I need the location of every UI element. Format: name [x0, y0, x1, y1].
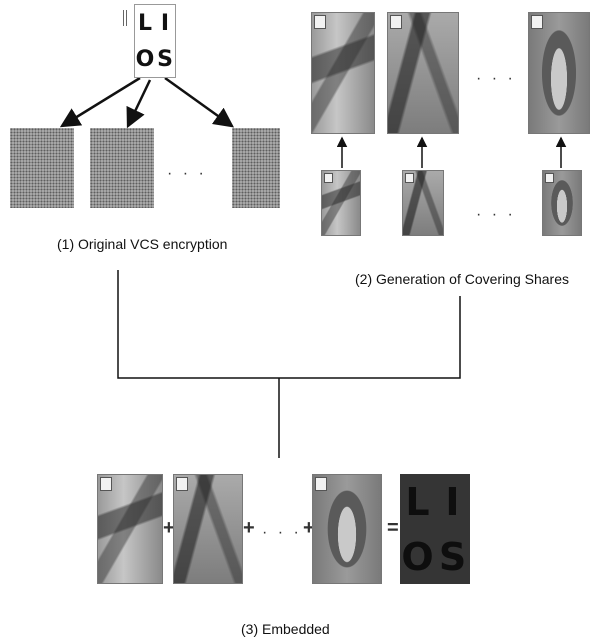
- embedded-secret-thumb: [531, 15, 543, 29]
- section2-caption: (2) Generation of Covering Shares: [355, 271, 569, 287]
- embedded-secret-thumb: [315, 477, 327, 491]
- embedded-share-2: [173, 474, 243, 584]
- plus-sign-2: +: [243, 517, 255, 540]
- vcs-share-n: [232, 128, 280, 208]
- recovered-letter-i: I: [445, 480, 459, 524]
- arrow-to-share-1: [62, 78, 140, 126]
- section3-ellipsis: · · ·: [262, 524, 302, 542]
- cover-image-2: [402, 170, 444, 236]
- embedded-secret-thumb: [390, 15, 402, 29]
- secret-letter-o: O: [136, 47, 155, 72]
- embedded-secret-thumb: [176, 477, 188, 491]
- embedded-secret-thumb: [100, 477, 112, 491]
- vcs-share-2: [90, 128, 154, 208]
- secret-letter-i: I: [161, 11, 169, 36]
- recovered-letter-o: O: [401, 535, 433, 579]
- embedded-secret-thumb: [405, 173, 414, 183]
- recovered-secret-image: L I O S: [400, 474, 470, 584]
- covering-share-1: [311, 12, 375, 134]
- vcs-share-1: [10, 128, 74, 208]
- cursor-mark: [123, 10, 127, 26]
- section2-bottom-ellipsis: · · ·: [476, 206, 516, 224]
- equals-sign: =: [387, 517, 399, 540]
- secret-letter-l: L: [138, 11, 152, 36]
- secret-image: L I O S: [134, 4, 176, 78]
- cover-image-1: [321, 170, 361, 236]
- recovered-letter-l: L: [405, 480, 429, 524]
- embedded-secret-thumb: [545, 173, 554, 183]
- section1-ellipsis: · · ·: [167, 165, 207, 183]
- section3-caption: (3) Embedded: [241, 621, 330, 637]
- embedded-secret-thumb: [314, 15, 326, 29]
- covering-share-2: [387, 12, 459, 134]
- covering-share-n: [528, 12, 590, 134]
- embedded-secret-thumb: [324, 173, 333, 183]
- arrow-to-share-n: [165, 78, 232, 126]
- cover-image-n: [542, 170, 582, 236]
- section1-caption: (1) Original VCS encryption: [57, 236, 227, 252]
- secret-letter-s: S: [157, 47, 173, 72]
- embedded-share-1: [97, 474, 163, 584]
- embedded-share-n: [312, 474, 382, 584]
- section2-top-ellipsis: · · ·: [476, 70, 516, 88]
- arrow-to-share-2: [128, 80, 150, 126]
- recovered-letter-s: S: [439, 535, 466, 579]
